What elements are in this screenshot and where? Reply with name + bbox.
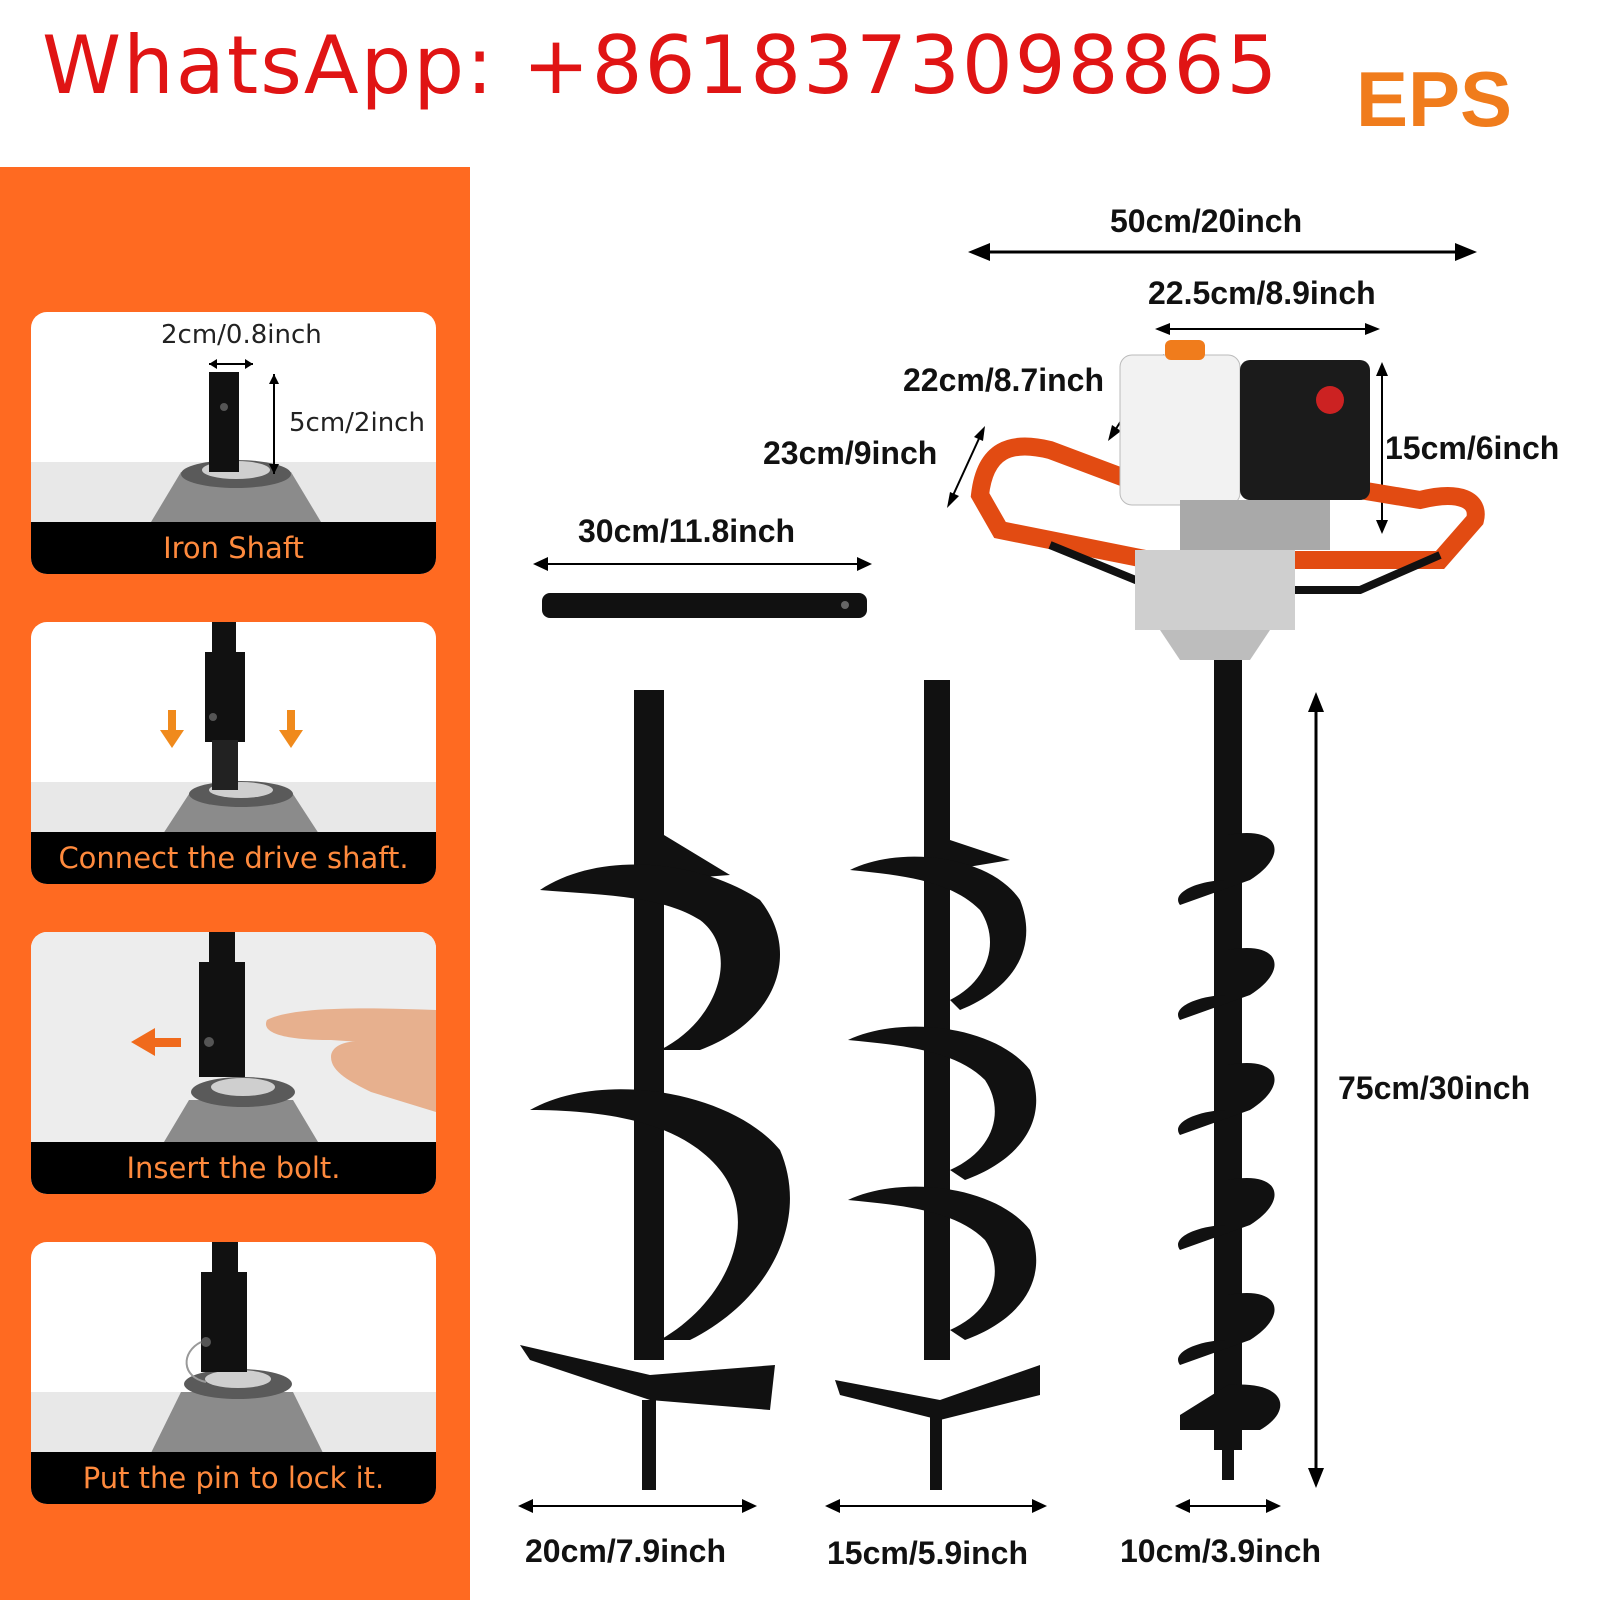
step-caption: Iron Shaft	[31, 522, 436, 574]
lock-pin-illustration	[31, 1242, 436, 1457]
step-caption: Insert the bolt.	[31, 1142, 436, 1194]
engine-width-arrow	[1155, 323, 1380, 335]
left-arrow-icon	[131, 1028, 181, 1056]
auger-length-arrow	[1308, 692, 1324, 1488]
brand-logo: EPS	[1356, 60, 1512, 138]
step-card-connect-shaft: Connect the drive shaft.	[31, 622, 436, 884]
auger-10-diameter-label: 10cm/3.9inch	[1120, 1533, 1321, 1569]
extension-length-label: 30cm/11.8inch	[578, 513, 796, 549]
step-card-insert-bolt: Insert the bolt.	[31, 932, 436, 1194]
hand-icon	[265, 1008, 436, 1112]
auger-15-diameter-label: 15cm/5.9inch	[827, 1535, 1028, 1571]
extension-rod	[542, 593, 867, 618]
engine-width-label: 22.5cm/8.9inch	[1148, 275, 1376, 311]
auger-15-diameter-arrow	[825, 1499, 1047, 1513]
handle-depth-arrow	[947, 426, 985, 508]
auger-15cm	[835, 680, 1040, 1490]
overall-width-label: 50cm/20inch	[1110, 203, 1303, 239]
overall-width-arrow	[968, 243, 1477, 261]
auger-20-diameter-arrow	[518, 1499, 757, 1513]
handle-depth-label: 23cm/9inch	[763, 435, 938, 471]
iron-shaft-illustration	[31, 359, 436, 522]
auger-20-diameter-label: 20cm/7.9inch	[525, 1533, 726, 1569]
step-caption: Connect the drive shaft.	[31, 832, 436, 884]
extension-length-arrow	[533, 557, 872, 571]
instruction-panel: 2cm/0.8inch 5cm/2inch Iron Shaft Connect…	[0, 167, 470, 1600]
shaft-width-label: 2cm/0.8inch	[161, 320, 322, 350]
step-caption: Put the pin to lock it.	[31, 1452, 436, 1504]
down-arrow-icon	[279, 710, 303, 748]
auger-20cm	[520, 690, 790, 1490]
auger-length-label: 75cm/30inch	[1338, 1070, 1531, 1106]
engine-depth-label: 22cm/8.7inch	[903, 362, 1104, 398]
whatsapp-contact-text: WhatsApp: +8618373098865	[42, 19, 1280, 112]
engine-height-label: 15cm/6inch	[1385, 430, 1560, 466]
shaft-height-label: 5cm/2inch	[289, 408, 425, 438]
step-card-iron-shaft: 2cm/0.8inch 5cm/2inch Iron Shaft	[31, 312, 436, 574]
auger-10cm	[1178, 660, 1281, 1480]
brand-logo-text: EPS	[1356, 55, 1513, 143]
step-card-lock-pin: Put the pin to lock it.	[31, 1242, 436, 1504]
down-arrow-icon	[160, 710, 184, 748]
auger-10-diameter-arrow	[1175, 1499, 1281, 1513]
engine-unit	[970, 340, 1485, 660]
